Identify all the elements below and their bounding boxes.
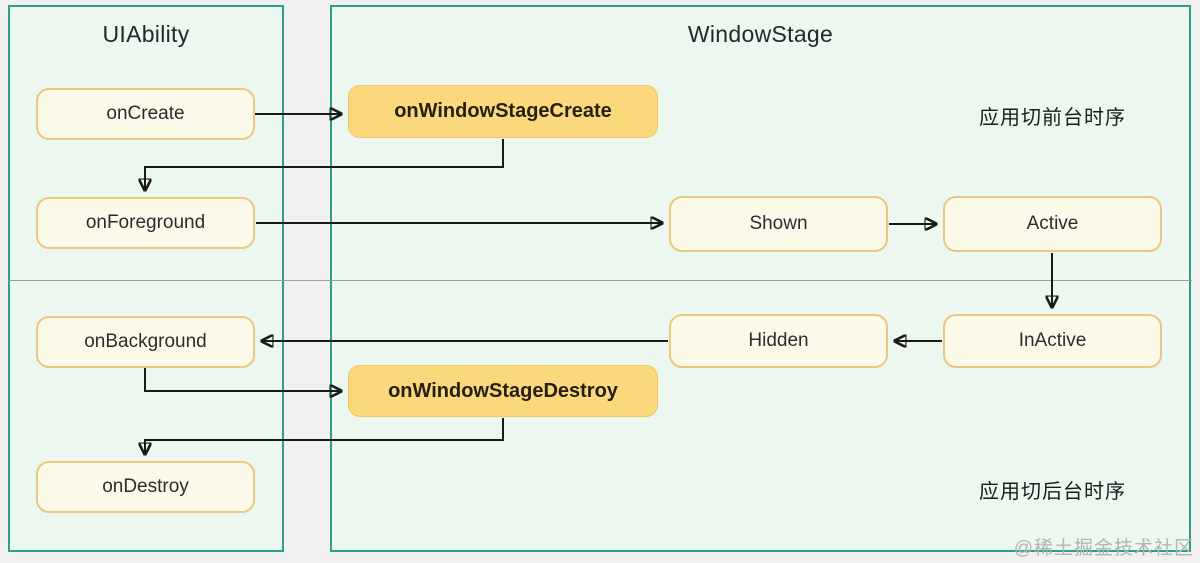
section-divider: [8, 280, 1192, 281]
node-onwindowstagedestroy: onWindowStageDestroy: [348, 365, 658, 417]
annotation-background-sequence: 应用切后台时序: [979, 481, 1126, 503]
node-inactive-label: InActive: [1018, 330, 1087, 351]
node-shown-label: Shown: [749, 213, 808, 234]
node-ondestroy: onDestroy: [36, 461, 255, 513]
node-hidden: Hidden: [669, 314, 888, 368]
watermark: @稀土掘金技术社区: [1013, 538, 1194, 559]
node-active: Active: [943, 196, 1162, 252]
node-active-label: Active: [1026, 213, 1079, 234]
panel-windowstage: WindowStage: [330, 5, 1191, 552]
node-hidden-label: Hidden: [748, 330, 809, 351]
node-onbackground-label: onBackground: [84, 331, 207, 352]
node-onforeground-label: onForeground: [85, 212, 206, 233]
node-shown: Shown: [669, 196, 888, 252]
annotation-foreground-sequence: 应用切前台时序: [979, 107, 1126, 129]
node-onwindowstagecreate-label: onWindowStageCreate: [394, 100, 612, 122]
node-onforeground: onForeground: [36, 197, 255, 249]
node-onbackground: onBackground: [36, 316, 255, 368]
panel-title-uiability: UIAbility: [102, 21, 190, 47]
node-ondestroy-label: onDestroy: [102, 476, 189, 497]
node-oncreate: onCreate: [36, 88, 255, 140]
node-oncreate-label: onCreate: [106, 103, 185, 124]
node-onwindowstagecreate: onWindowStageCreate: [348, 85, 658, 138]
node-onwindowstagedestroy-label: onWindowStageDestroy: [388, 379, 618, 402]
node-inactive: InActive: [943, 314, 1162, 368]
panel-title-windowstage: WindowStage: [687, 21, 834, 47]
